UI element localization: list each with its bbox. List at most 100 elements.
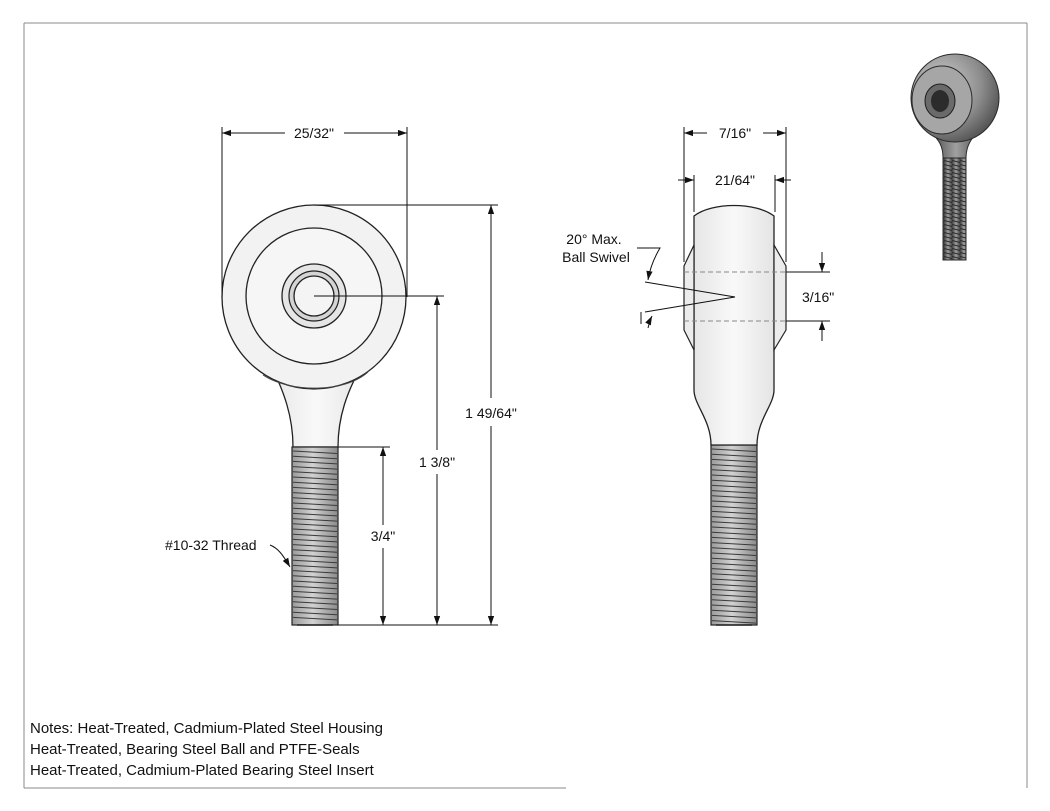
thread-line [711, 526, 757, 530]
thread-line [711, 531, 757, 536]
thread-line [292, 611, 338, 616]
thread-line [711, 516, 757, 520]
thread-line [711, 568, 757, 572]
thread-line [711, 542, 757, 546]
thread-line [711, 448, 757, 452]
swivel-label-line1: 20° Max. [566, 231, 621, 247]
thread-line [711, 552, 757, 556]
thread-line [292, 580, 338, 584]
thread-line [711, 505, 757, 510]
thread-line [292, 596, 338, 600]
thread-line [711, 495, 757, 499]
thread-line [711, 594, 757, 598]
thread-line [292, 518, 338, 522]
thread-line [711, 599, 757, 603]
thread-line [711, 604, 757, 608]
thread-line [292, 544, 338, 548]
thread-line [292, 471, 338, 475]
thread-line [292, 486, 338, 491]
notes-line-3: Heat-Treated, Cadmium-Plated Bearing Ste… [30, 762, 374, 779]
drawing-border [23, 22, 1028, 789]
thread-line [711, 500, 757, 504]
dim-ball-width [678, 175, 791, 212]
dim-side-width [683, 127, 787, 262]
thread-line [711, 573, 757, 577]
thread-line [711, 458, 757, 463]
thread-callout-label: #10-32 Thread [165, 537, 257, 553]
isometric-rod-end-illustration [910, 53, 1000, 261]
thread-line [292, 570, 338, 574]
side-view-ball [683, 244, 695, 351]
side-view-thread-lines [711, 448, 757, 624]
thread-line [292, 492, 338, 496]
thread-line [711, 490, 757, 494]
dim-center-to-end-label: 1 3/8" [419, 454, 455, 470]
thread-line [292, 549, 338, 553]
dim-overall-length [314, 204, 498, 626]
thread-line [711, 614, 757, 619]
thread-line [711, 620, 757, 624]
thread-line [711, 453, 757, 458]
dim-center-to-end [314, 295, 444, 625]
thread-line [292, 575, 338, 579]
thread-line [292, 450, 338, 454]
front-view-housing-contour [262, 371, 369, 389]
front-view-thread-lines [292, 450, 338, 621]
thread-line [292, 528, 338, 532]
thread-line [711, 583, 757, 588]
thread-line [711, 557, 757, 562]
front-view-rod-end [221, 204, 407, 626]
thread-line [711, 578, 757, 582]
swivel-label-line2: Ball Swivel [562, 249, 630, 265]
thread-line [292, 616, 338, 621]
notes-block: Notes: Heat-Treated, Cadmium-Plated Stee… [30, 718, 383, 781]
dim-front-width [221, 127, 408, 297]
thread-line [292, 507, 338, 512]
thread-line [292, 559, 338, 564]
dim-side-width-label: 7/16" [719, 125, 751, 141]
thread-line [711, 521, 757, 525]
thread-line [711, 510, 757, 515]
thread-line [292, 497, 338, 501]
thread-line [292, 554, 338, 558]
thread-line [292, 523, 338, 527]
thread-line [292, 601, 338, 605]
thread-line [292, 512, 338, 517]
thread-line [292, 538, 338, 543]
thread-line [711, 547, 757, 551]
dim-thread-length-label: 3/4" [371, 528, 395, 544]
dim-bore [786, 252, 830, 341]
thread-line [711, 536, 757, 541]
thread-callout-leader [269, 544, 291, 568]
dim-ball-width-label: 21/64" [715, 172, 755, 188]
thread-line [292, 502, 338, 506]
thread-line [711, 609, 757, 614]
thread-line [292, 533, 338, 538]
thread-line [292, 606, 338, 610]
thread-line [292, 590, 338, 595]
thread-line [292, 466, 338, 470]
thread-line [292, 585, 338, 590]
thread-line [292, 476, 338, 480]
side-view-rod-end [683, 204, 787, 626]
side-view-housing [693, 204, 775, 446]
dim-bore-label: 3/16" [802, 289, 834, 305]
thread-line [292, 481, 338, 486]
thread-line [711, 479, 757, 484]
thread-line [711, 484, 757, 489]
notes-line-2: Heat-Treated, Bearing Steel Ball and PTF… [30, 741, 360, 758]
notes-line-1: Notes: Heat-Treated, Cadmium-Plated Stee… [30, 720, 383, 737]
thread-line [711, 588, 757, 593]
thread-line [292, 564, 338, 569]
thread-line [711, 562, 757, 567]
dim-overall-length-label: 1 49/64" [465, 405, 517, 421]
thread-line [711, 469, 757, 473]
thread-line [711, 474, 757, 478]
thread-line [292, 455, 338, 460]
dim-thread-length [338, 446, 390, 625]
swivel-angle-indicator [637, 247, 736, 329]
thread-line [711, 464, 757, 468]
thread-line [292, 460, 338, 465]
dim-front-width-label: 25/32" [294, 125, 334, 141]
